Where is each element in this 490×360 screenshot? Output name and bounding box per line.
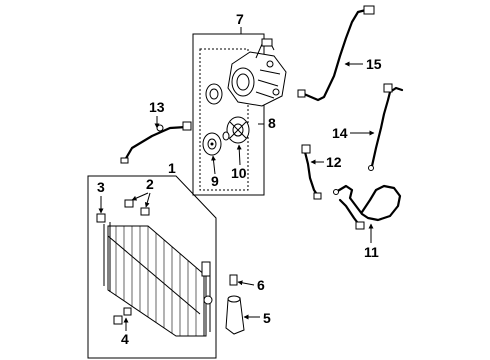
bracket-3: 3 (96, 179, 106, 223)
compressor-inner-box (199, 48, 249, 191)
callout-1: 1 (168, 160, 176, 176)
receiver-drier-5: 5 (225, 295, 271, 335)
callout-7: 7 (236, 11, 244, 27)
callout-8: 8 (268, 115, 276, 131)
condenser-assembly-group: 1 (87, 160, 217, 359)
compressor-assembly-box (192, 33, 265, 196)
clutch-pulley (205, 83, 223, 105)
callout-3: 3 (97, 179, 105, 195)
callout-11: 11 (364, 244, 379, 260)
callout-10: 10 (231, 165, 247, 181)
compressor-assembly-group: 7 8 9 10 (192, 11, 287, 196)
callout-6: 6 (257, 277, 265, 293)
callout-13: 13 (149, 99, 165, 115)
callout-4: 4 (121, 331, 129, 347)
callout-15: 15 (366, 56, 382, 72)
clutch-coil (202, 132, 222, 156)
compressor-body (227, 38, 287, 107)
suction-hose-13: 13 (120, 99, 192, 164)
callout-5: 5 (263, 310, 271, 326)
condenser-outline-box (87, 175, 217, 359)
mounting-bolts-2: 2 (124, 176, 154, 216)
discharge-hose-15: 15 (297, 5, 382, 102)
clutch-pressure-plate (222, 116, 250, 144)
refrigerant-hose-11: 11 (333, 184, 402, 260)
nut-4: 4 (113, 307, 132, 347)
pressure-switch-6: 6 (229, 274, 265, 293)
pressure-line-12: 12 (301, 144, 342, 200)
liquid-line-14: 14 (332, 83, 404, 171)
callout-9: 9 (211, 173, 219, 189)
callout-14: 14 (332, 125, 348, 141)
callout-2: 2 (146, 176, 154, 192)
condenser-core (103, 222, 213, 337)
callout-12: 12 (326, 154, 342, 170)
